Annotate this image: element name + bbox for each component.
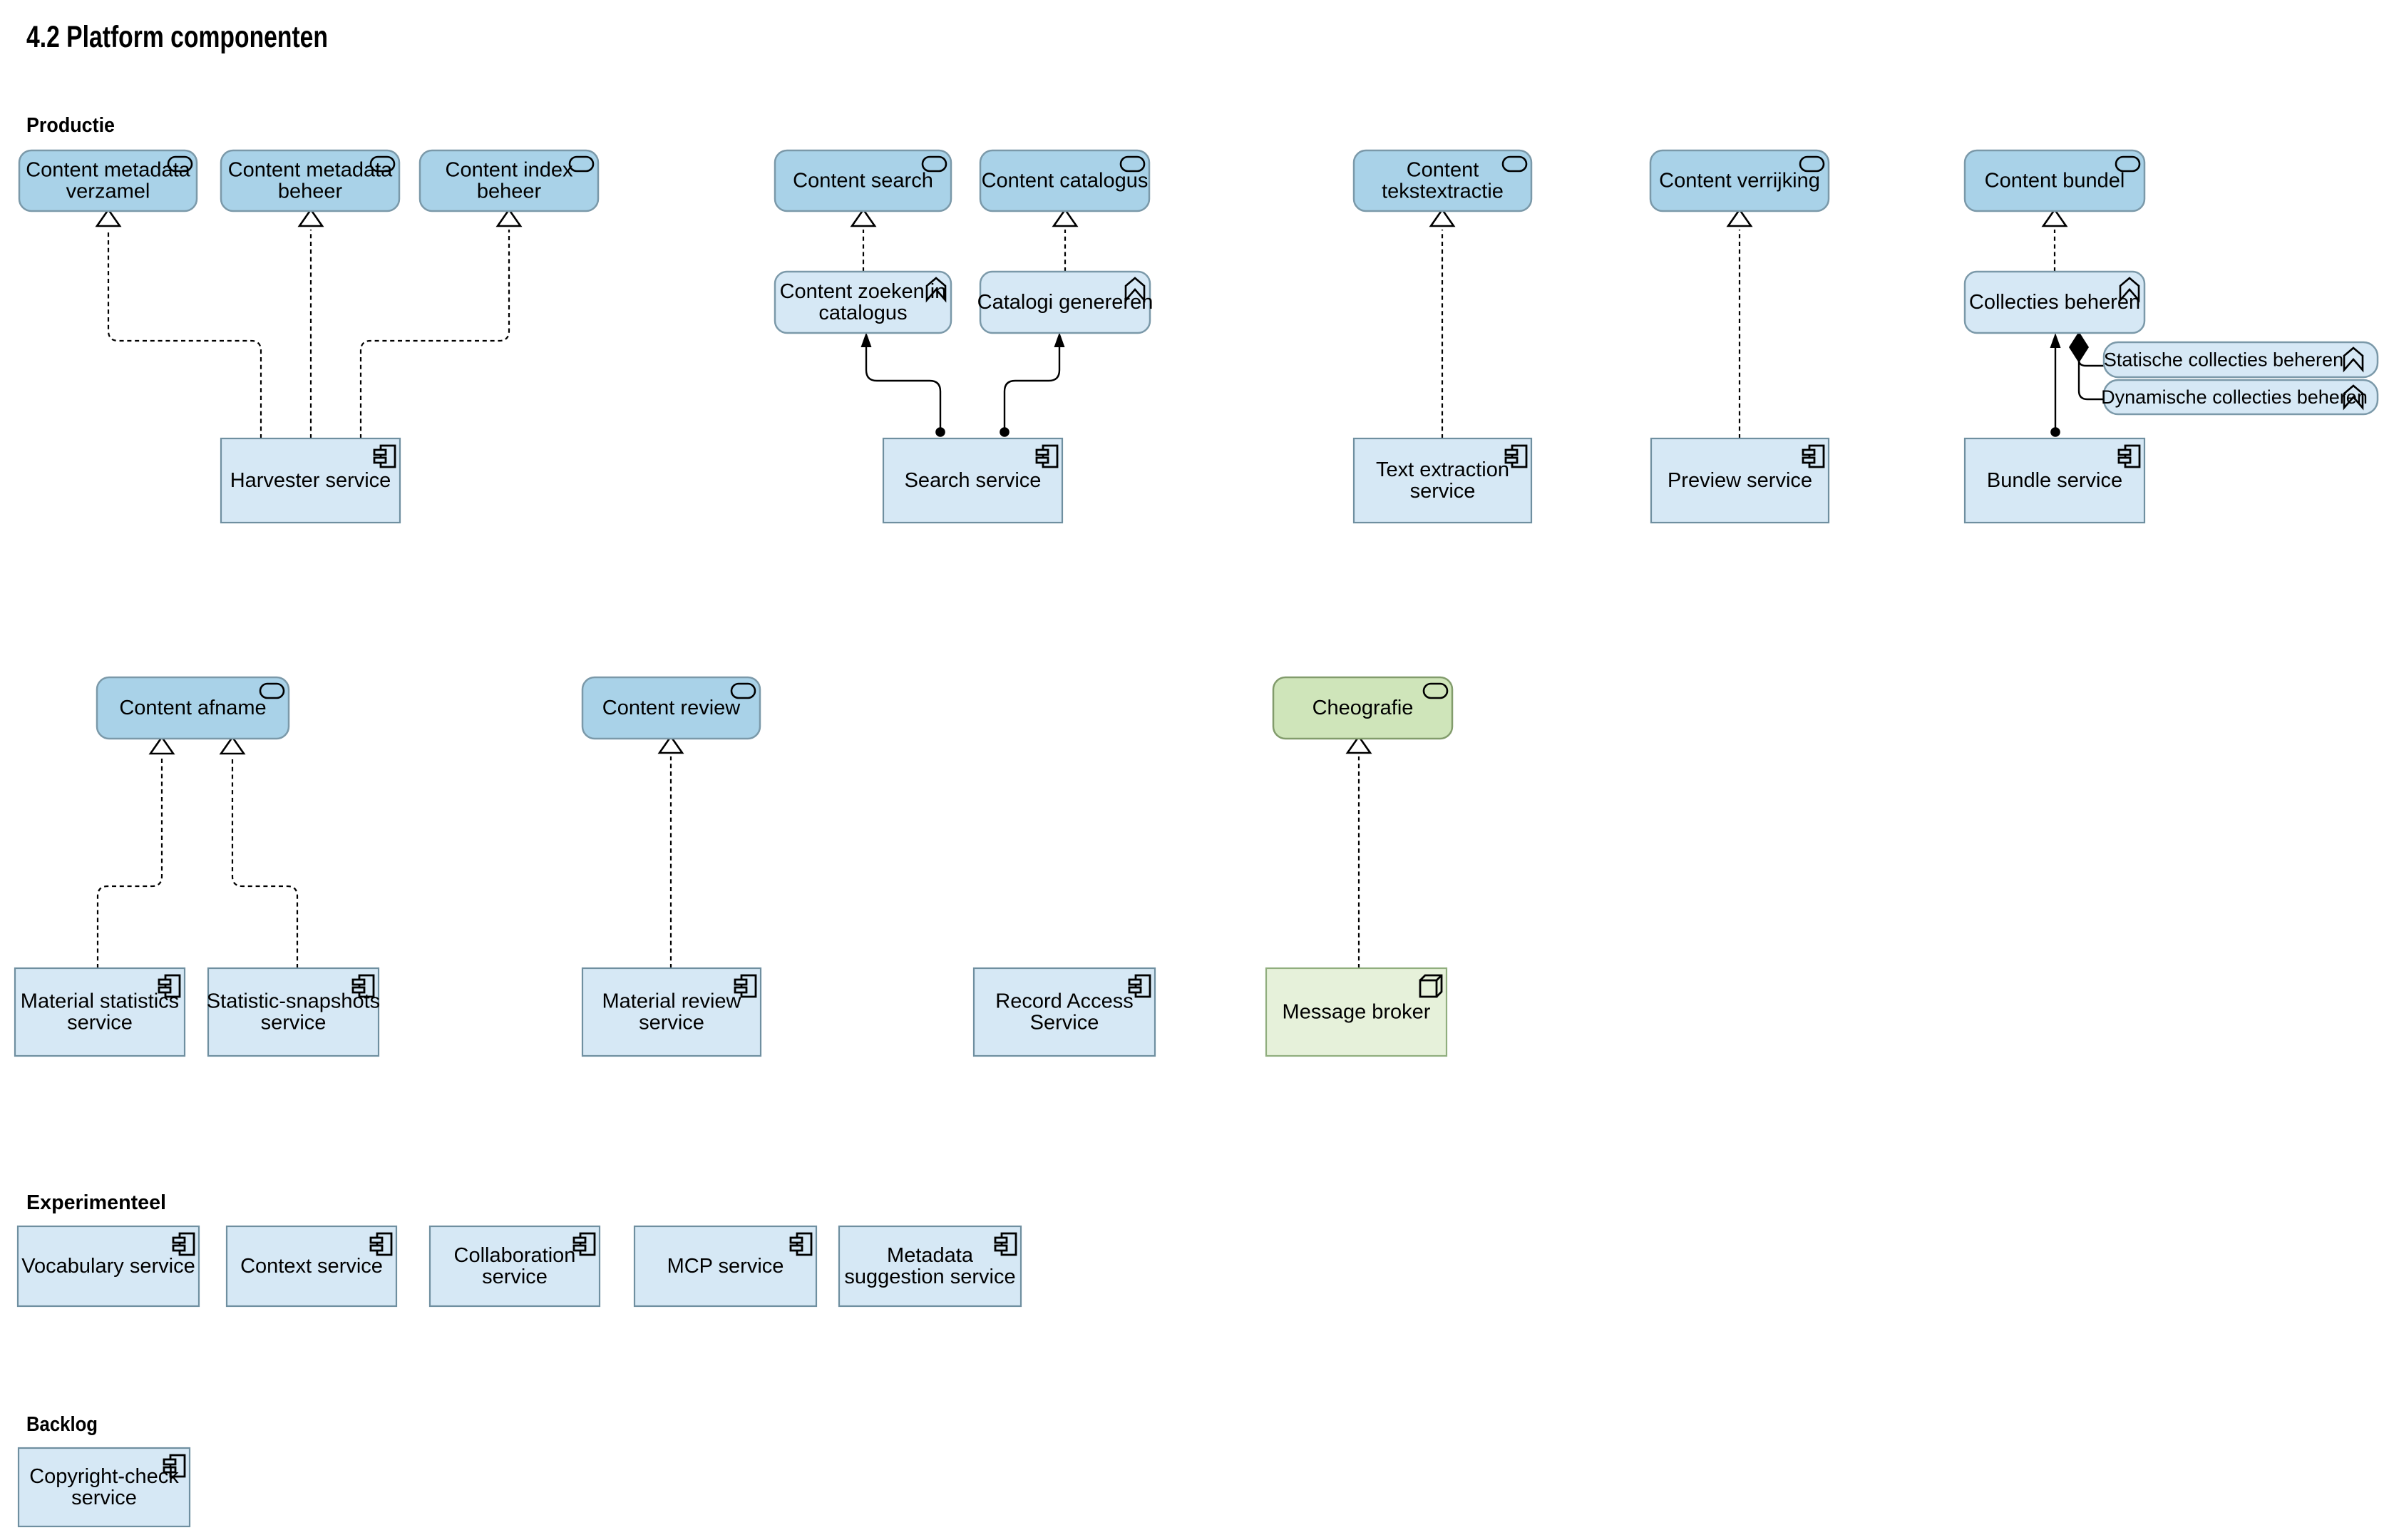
svg-text:tekstextractie: tekstextractie bbox=[1382, 180, 1504, 203]
svg-text:Content catalogus: Content catalogus bbox=[982, 170, 1149, 192]
svg-text:service: service bbox=[639, 1012, 704, 1035]
svg-text:service: service bbox=[482, 1266, 548, 1288]
svg-text:suggestion service: suggestion service bbox=[844, 1266, 1015, 1288]
svg-text:Statische collecties beheren: Statische collecties beheren bbox=[2104, 349, 2343, 371]
svg-text:Record Access: Record Access bbox=[995, 990, 1133, 1013]
svg-text:verzamel: verzamel bbox=[66, 180, 150, 203]
svg-text:Material statistics: Material statistics bbox=[21, 990, 179, 1013]
svg-text:Copyright-check: Copyright-check bbox=[29, 1465, 179, 1488]
svg-text:Content metadata: Content metadata bbox=[228, 159, 393, 182]
svg-text:catalogus: catalogus bbox=[818, 302, 907, 324]
svg-text:Content search: Content search bbox=[793, 170, 933, 192]
svg-text:Message broker: Message broker bbox=[1283, 1001, 1431, 1024]
svg-text:service: service bbox=[1410, 480, 1476, 503]
svg-text:Context service: Context service bbox=[240, 1255, 383, 1278]
svg-text:Content index: Content index bbox=[446, 159, 573, 182]
svg-text:Collaboration: Collaboration bbox=[454, 1244, 576, 1267]
svg-text:Vocabulary service: Vocabulary service bbox=[21, 1255, 195, 1278]
svg-text:beheer: beheer bbox=[477, 180, 542, 203]
svg-text:Statistic-snapshots: Statistic-snapshots bbox=[207, 990, 380, 1013]
svg-text:Collecties beheren: Collecties beheren bbox=[1969, 291, 2140, 314]
svg-text:Productie: Productie bbox=[26, 114, 115, 137]
svg-text:Content: Content bbox=[1407, 159, 1479, 182]
svg-text:beheer: beheer bbox=[278, 180, 343, 203]
svg-text:Metadata: Metadata bbox=[887, 1244, 974, 1267]
svg-text:Content review: Content review bbox=[602, 697, 741, 719]
svg-text:Preview service: Preview service bbox=[1668, 469, 1812, 492]
svg-text:Content verrijking: Content verrijking bbox=[1659, 170, 1820, 192]
svg-text:Harvester service: Harvester service bbox=[230, 469, 391, 492]
svg-text:MCP service: MCP service bbox=[667, 1255, 784, 1278]
svg-text:service: service bbox=[67, 1012, 133, 1035]
svg-text:Content zoeken in: Content zoeken in bbox=[780, 280, 947, 303]
svg-text:Content afname: Content afname bbox=[119, 697, 266, 719]
svg-text:Catalogi genereren: Catalogi genereren bbox=[977, 291, 1154, 314]
svg-text:Dynamische collecties beheren: Dynamische collecties beheren bbox=[2101, 386, 2368, 408]
svg-text:Service: Service bbox=[1030, 1012, 1099, 1035]
svg-text:Text extraction: Text extraction bbox=[1376, 458, 1509, 481]
svg-text:Backlog: Backlog bbox=[26, 1413, 98, 1436]
svg-text:Content bundel: Content bundel bbox=[1985, 170, 2125, 192]
svg-text:Cheografie: Cheografie bbox=[1312, 697, 1414, 719]
svg-text:4.2 Platform componenten: 4.2 Platform componenten bbox=[26, 20, 328, 54]
svg-text:Experimenteel: Experimenteel bbox=[26, 1191, 166, 1214]
svg-text:service: service bbox=[261, 1012, 327, 1035]
svg-text:Content metadata: Content metadata bbox=[26, 159, 190, 182]
svg-text:Material review: Material review bbox=[602, 990, 742, 1013]
svg-text:Search service: Search service bbox=[905, 469, 1042, 492]
svg-text:service: service bbox=[71, 1487, 137, 1509]
svg-text:Bundle service: Bundle service bbox=[1987, 469, 2122, 492]
